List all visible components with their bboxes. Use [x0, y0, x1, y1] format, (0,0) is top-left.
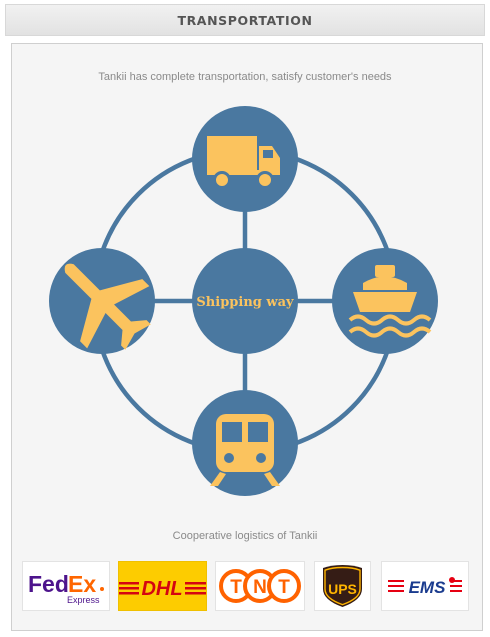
fedex-express-label: Express	[67, 595, 100, 605]
shipping-diagram: Shipping way	[49, 106, 438, 496]
train-node	[192, 390, 298, 496]
section-header: TRANSPORTATION	[5, 4, 485, 36]
hub-node: Shipping way	[192, 248, 298, 354]
tnt-letter-3: T	[278, 577, 290, 598]
dhl-logo[interactable]: DHL	[118, 561, 207, 611]
ups-logo[interactable]: UPS	[314, 561, 371, 611]
section-title: TRANSPORTATION	[177, 12, 313, 28]
hub-label: Shipping way	[196, 295, 294, 310]
dhl-wordmark: DHL	[141, 578, 182, 600]
tnt-logo[interactable]: T N T	[215, 561, 305, 611]
train-icon	[210, 414, 280, 486]
airplane-icon	[64, 263, 151, 350]
tnt-letter-1: T	[230, 577, 242, 598]
truck-icon	[207, 136, 280, 189]
ups-wordmark: UPS	[328, 581, 357, 597]
truck-node	[192, 106, 298, 212]
ship-node	[332, 248, 438, 354]
tnt-letter-2: N	[253, 577, 267, 598]
cooperative-title: Cooperative logistics of Tankii	[172, 530, 318, 542]
intro-text: Tankii has complete transportation, sati…	[98, 71, 392, 83]
ems-logo[interactable]: EMS	[381, 561, 469, 611]
ship-icon	[348, 265, 432, 338]
fedex-wordmark-ex: Ex	[68, 571, 96, 597]
fedex-logo[interactable]: Fed Ex Express	[22, 561, 110, 611]
airplane-node	[49, 248, 155, 354]
ems-wordmark: EMS	[409, 578, 447, 597]
fedex-wordmark-fed: Fed	[28, 571, 69, 597]
